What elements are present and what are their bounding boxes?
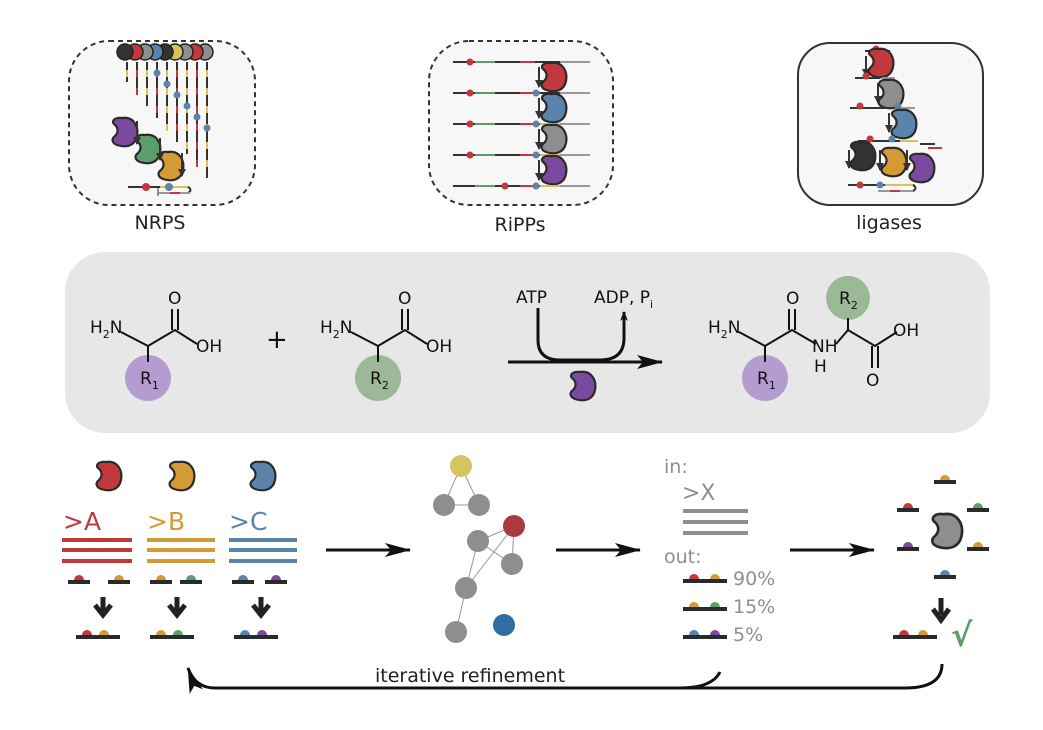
dipeptide-product: H2N O NH H O OH R1 R2 bbox=[708, 276, 919, 401]
input-label: in: bbox=[664, 456, 688, 478]
reaction-panel: H2N O OH R1 + H2N O OH R2 ATP ADP, Pi bbox=[65, 252, 990, 433]
svg-text:O: O bbox=[866, 371, 879, 391]
nrps-label: NRPS bbox=[135, 212, 186, 234]
substrate-icon bbox=[68, 575, 90, 584]
ligases-panel: ligases bbox=[797, 42, 984, 234]
substrate-icon bbox=[265, 575, 287, 584]
svg-text:O: O bbox=[398, 289, 411, 309]
model-network bbox=[433, 455, 525, 643]
r1-side-chain bbox=[125, 355, 171, 401]
svg-text:R1: R1 bbox=[140, 369, 159, 392]
substrate-icon bbox=[934, 475, 956, 484]
training-set: >A >B >C bbox=[62, 460, 297, 639]
substrate-icon bbox=[683, 630, 727, 639]
iterative-refinement-label: iterative refinement bbox=[375, 665, 565, 687]
ripp-enzyme-icon bbox=[540, 123, 568, 155]
svg-text:OH: OH bbox=[196, 337, 222, 357]
iterative-refinement-loop: iterative refinement bbox=[186, 663, 944, 694]
prediction: in: >X out: 90% 15% 5% bbox=[664, 456, 775, 646]
enzyme-a-icon bbox=[95, 460, 123, 492]
ripps-label: RiPPs bbox=[495, 214, 546, 236]
query-sequence-label: >X bbox=[682, 481, 716, 506]
validation: √ bbox=[893, 475, 989, 654]
output-percentage: 5% bbox=[733, 624, 763, 646]
substrate-icon bbox=[967, 503, 989, 512]
output-percentage: 15% bbox=[733, 596, 775, 618]
red-ligase-icon bbox=[867, 47, 895, 79]
adp-label: ADP, Pi bbox=[594, 288, 653, 311]
svg-text:NH: NH bbox=[812, 337, 838, 357]
svg-text:R2: R2 bbox=[839, 289, 858, 312]
ligases-label: ligases bbox=[856, 212, 922, 234]
sequence-a-label: >A bbox=[63, 507, 101, 536]
nrps-product bbox=[128, 183, 192, 196]
substrate-icon bbox=[76, 630, 120, 639]
substrates bbox=[68, 575, 287, 639]
nrps-module-icon bbox=[116, 43, 134, 61]
svg-text:O: O bbox=[168, 289, 181, 309]
substrate-icon bbox=[934, 570, 956, 579]
check-icon: √ bbox=[951, 616, 973, 654]
sequence-c-label: >C bbox=[229, 507, 267, 536]
ligase-enzyme-icon bbox=[569, 370, 597, 402]
svg-text:H2N: H2N bbox=[90, 318, 123, 341]
ligase-cascade bbox=[845, 45, 942, 192]
substrate-icon bbox=[150, 575, 172, 584]
plus-sign: + bbox=[266, 325, 288, 355]
svg-text:R1: R1 bbox=[757, 369, 776, 392]
substrate-icon bbox=[967, 542, 989, 551]
black-ligase-icon bbox=[849, 140, 877, 172]
enzyme-b-icon bbox=[168, 460, 196, 492]
product-r1-side-chain bbox=[742, 355, 788, 401]
ripp-enzyme-icon bbox=[540, 61, 568, 93]
output-label: out: bbox=[664, 546, 702, 568]
sequence-b-label: >B bbox=[147, 507, 185, 536]
substrate-icon bbox=[893, 630, 937, 639]
substrate-icon bbox=[897, 503, 919, 512]
substrate-icon bbox=[108, 575, 130, 584]
nrps-tailoring-enzymes bbox=[111, 116, 186, 182]
atp-label: ATP bbox=[516, 288, 547, 308]
purple-ligase-icon bbox=[908, 152, 936, 184]
svg-text:OH: OH bbox=[893, 321, 919, 341]
orange-enzyme-icon bbox=[157, 150, 185, 182]
substrate-icon bbox=[897, 542, 919, 551]
svg-text:R2: R2 bbox=[370, 369, 389, 392]
substrate-icon bbox=[234, 630, 278, 639]
nrps-module-chain bbox=[116, 43, 214, 178]
amino-acid-1: H2N O OH R1 bbox=[90, 289, 222, 401]
enzyme-c-icon bbox=[249, 460, 277, 492]
reaction-arrow: ATP ADP, Pi bbox=[508, 288, 663, 402]
ripp-enzyme-icon bbox=[540, 154, 568, 186]
ripp-enzyme-icon bbox=[540, 92, 568, 124]
substrate-icon bbox=[150, 630, 194, 639]
svg-text:OH: OH bbox=[426, 337, 452, 357]
product-r2-side-chain bbox=[826, 276, 870, 320]
candidate-enzyme-icon bbox=[930, 512, 964, 550]
nrps-panel: NRPS bbox=[68, 40, 256, 234]
ripps-panel: RiPPs bbox=[428, 40, 614, 236]
orange-ligase-icon bbox=[880, 146, 908, 178]
r2-side-chain bbox=[355, 355, 401, 401]
nrps-box bbox=[68, 40, 256, 206]
purple-enzyme-icon bbox=[111, 116, 139, 148]
substrate-icon bbox=[232, 575, 254, 584]
ligases-box bbox=[797, 42, 984, 206]
svg-text:H: H bbox=[814, 357, 827, 377]
svg-text:H2N: H2N bbox=[320, 318, 353, 341]
substrate-icon bbox=[683, 574, 727, 583]
ripps-peptide-rows bbox=[453, 58, 590, 190]
output-percentage: 90% bbox=[733, 568, 775, 590]
svg-text:O: O bbox=[786, 289, 799, 309]
substrate-icon bbox=[180, 575, 202, 584]
blue-ligase-icon bbox=[890, 108, 918, 140]
substrate-icon bbox=[683, 602, 727, 611]
amino-acid-2: H2N O OH R2 bbox=[320, 289, 452, 401]
green-enzyme-icon bbox=[134, 133, 162, 165]
svg-text:H2N: H2N bbox=[708, 318, 741, 341]
